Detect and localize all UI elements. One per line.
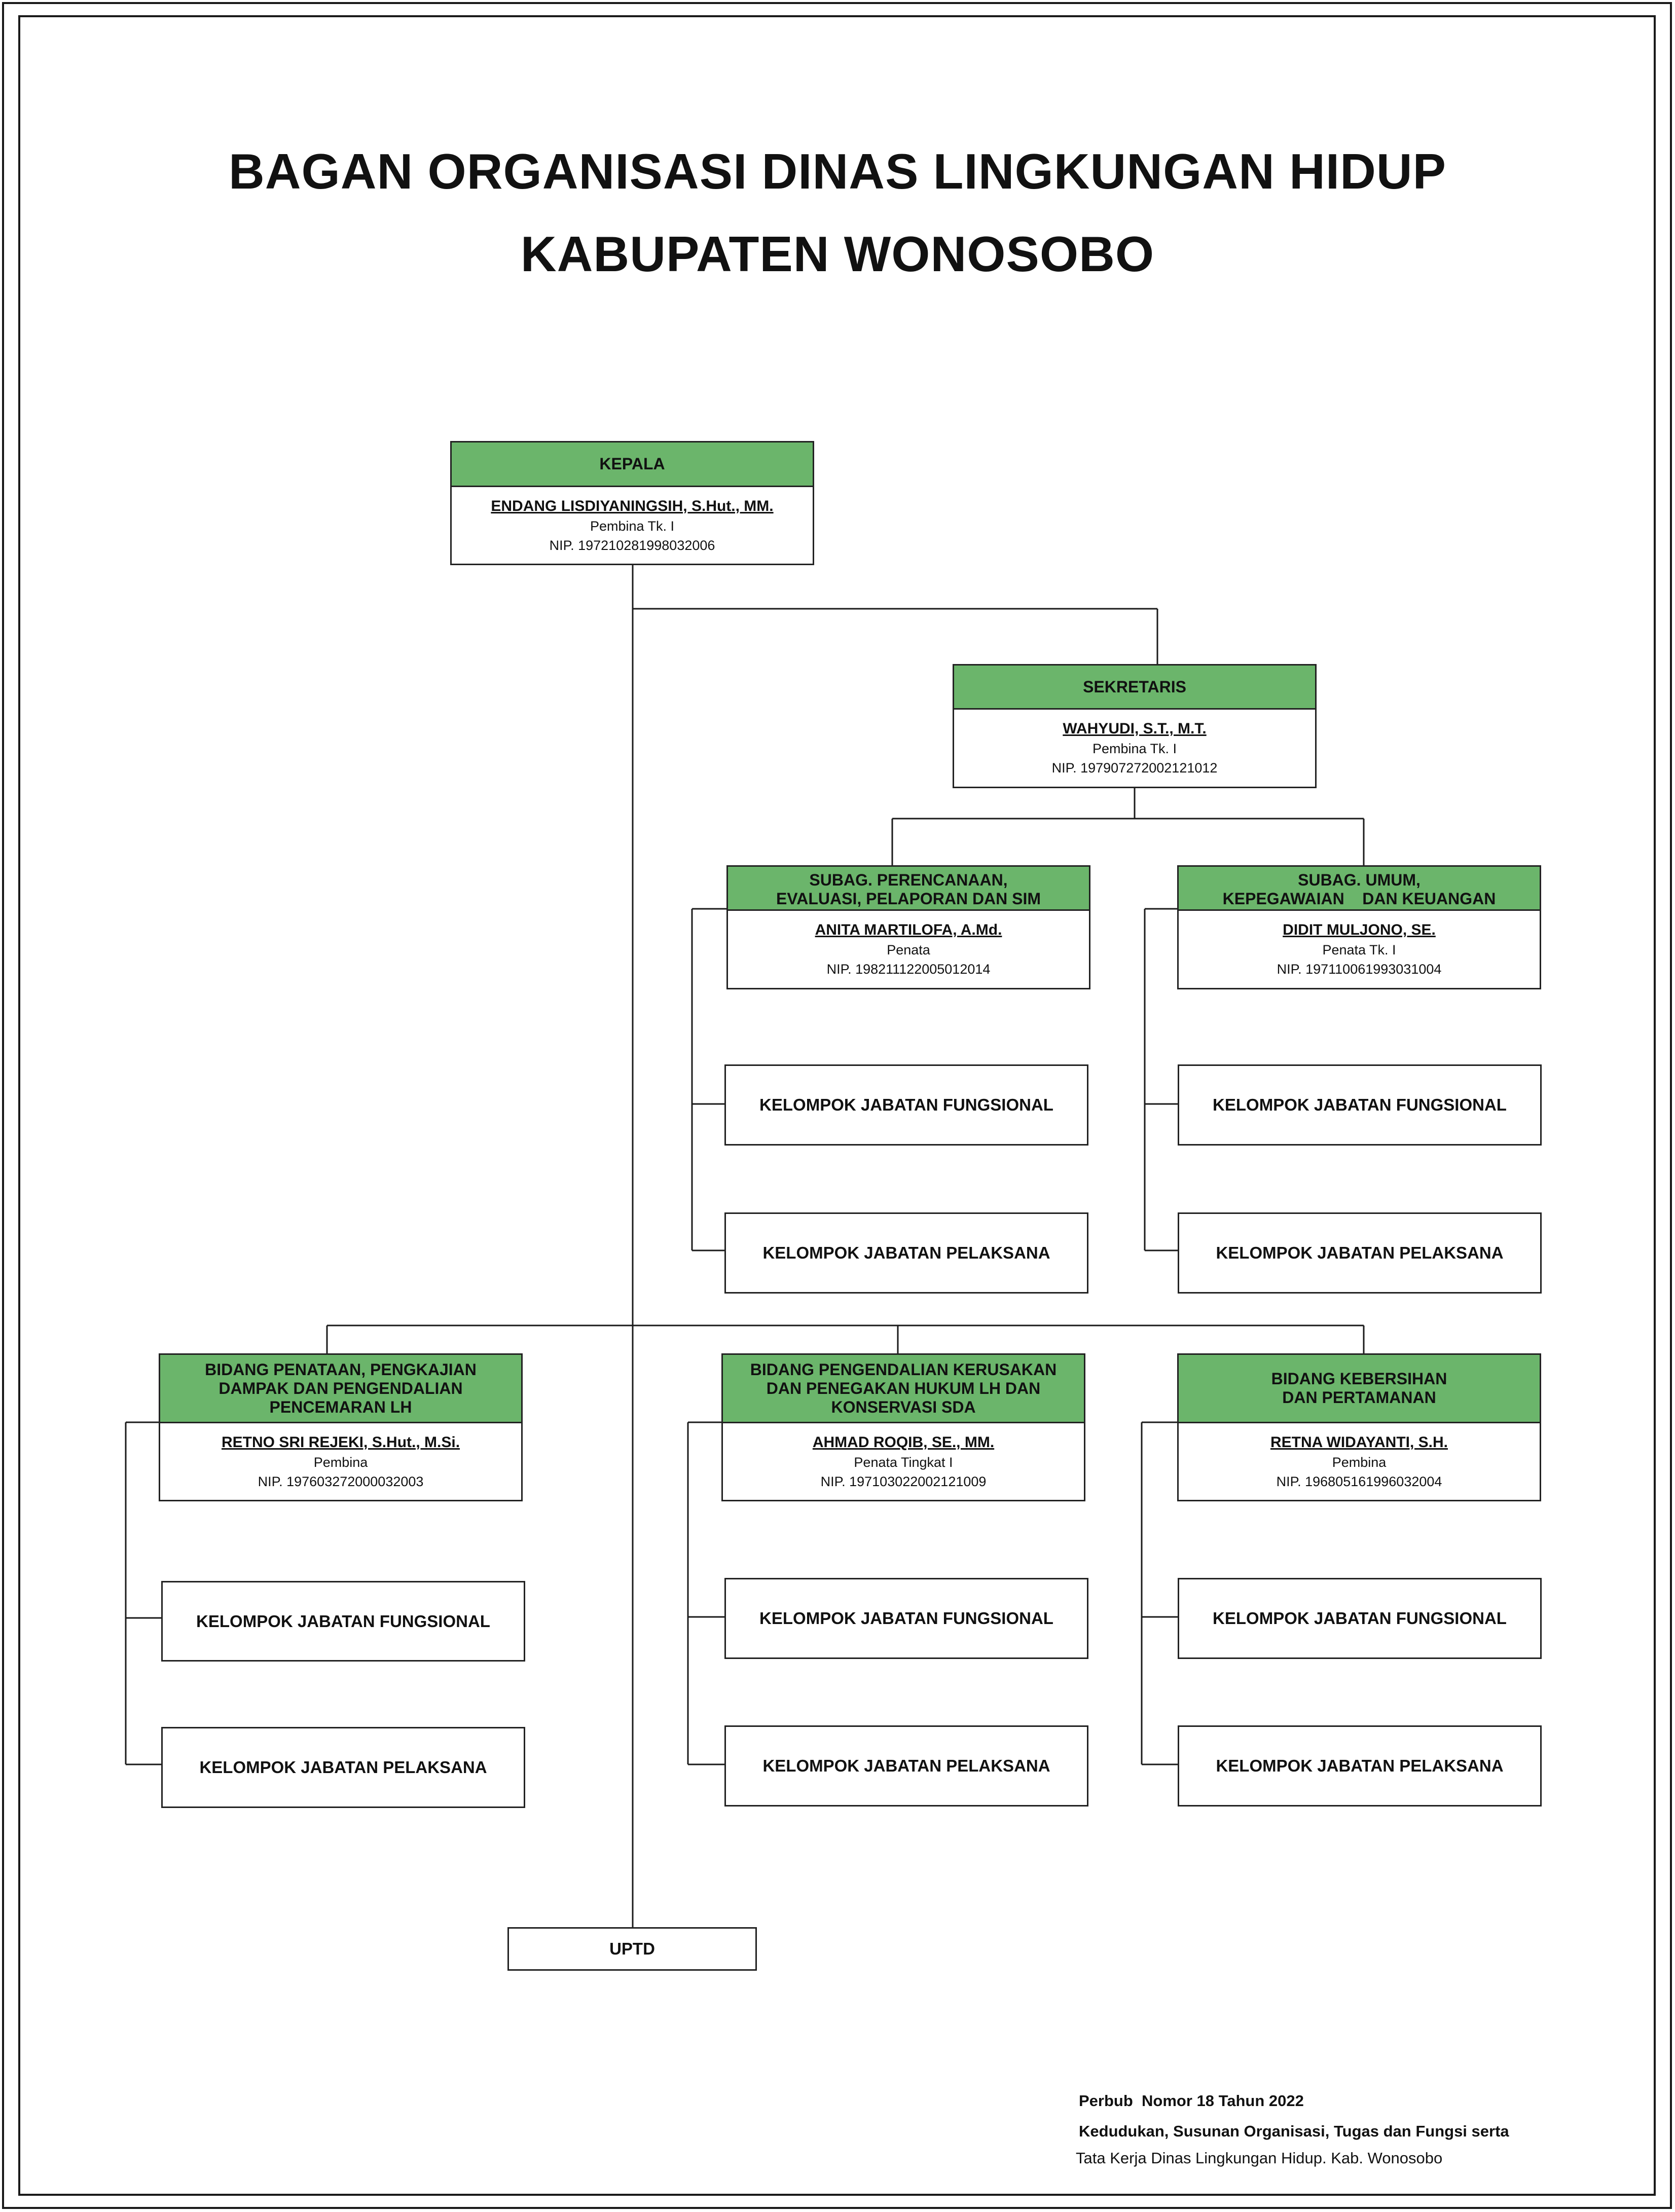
chart-title-line-2: KABUPATEN WONOSOBO <box>520 226 1155 282</box>
bidang-kebersihan-fungsional: KELOMPOK JABATAN FUNGSIONAL <box>1178 1578 1542 1659</box>
sekretaris-details: WAHYUDI, S.T., M.T. Pembina Tk. I NIP. 1… <box>954 710 1315 787</box>
bidang-pengendalian-header: BIDANG PENGENDALIAN KERUSAKAN DAN PENEGA… <box>723 1355 1084 1423</box>
sekretaris-name: WAHYUDI, S.T., M.T. <box>1063 720 1207 737</box>
bidang-pengendalian-position-line-1: BIDANG PENGENDALIAN KERUSAKAN <box>750 1360 1057 1379</box>
subag-perencanaan-position-line-2: EVALUASI, PELAPORAN DAN SIM <box>776 890 1041 908</box>
bidang-pengendalian-pelaksana: KELOMPOK JABATAN PELAKSANA <box>724 1725 1088 1807</box>
subag-umum-pelaksana: KELOMPOK JABATAN PELAKSANA <box>1178 1212 1542 1294</box>
bidang-pengendalian-position-line-3: KONSERVASI SDA <box>831 1397 976 1416</box>
subag-umum-name: DIDIT MULJONO, SE. <box>1283 921 1436 938</box>
bidang-penataan-name: RETNO SRI REJEKI, S.Hut., M.Si. <box>221 1433 460 1451</box>
inner-border <box>18 15 1656 2196</box>
chart-title-line-1: BAGAN ORGANISASI DINAS LINGKUNGAN HIDUP <box>229 143 1446 199</box>
bidang-kebersihan-pelaksana: KELOMPOK JABATAN PELAKSANA <box>1178 1725 1542 1807</box>
bidang-kebersihan-position-line-1: BIDANG KEBERSIHAN <box>1271 1370 1447 1388</box>
bidang-kebersihan-name: RETNA WIDAYANTI, S.H. <box>1270 1433 1448 1451</box>
bidang-penataan-position-line-1: BIDANG PENATAAN, PENGKAJIAN <box>205 1360 477 1379</box>
bidang-penataan-pelaksana: KELOMPOK JABATAN PELAKSANA <box>161 1727 525 1808</box>
bidang-penataan-details: RETNO SRI REJEKI, S.Hut., M.Si. Pembina … <box>160 1423 521 1500</box>
uptd-box: UPTD <box>507 1927 757 1971</box>
subag-perencanaan-rank: Penata <box>887 942 930 957</box>
subag-umum-fungsional: KELOMPOK JABATAN FUNGSIONAL <box>1178 1064 1542 1146</box>
bidang-pengendalian-position-line-2: DAN PENEGAKAN HUKUM LH DAN <box>766 1379 1041 1397</box>
subag-perencanaan-position-line-1: SUBAG. PERENCANAAN, <box>809 871 1008 889</box>
bidang-penataan-position-line-2: DAMPAK DAN PENGENDALIAN <box>219 1379 463 1397</box>
bidang-penataan-position-line-3: PENCEMARAN LH <box>269 1397 412 1416</box>
sekretaris-box: SEKRETARIS WAHYUDI, S.T., M.T. Pembina T… <box>953 664 1317 788</box>
subag-umum-header: SUBAG. UMUM, KEPEGAWAIAN DAN KEUANGAN <box>1179 867 1540 911</box>
kepala-position: KEPALA <box>599 455 665 473</box>
subag-perencanaan-fungsional: KELOMPOK JABATAN FUNGSIONAL <box>724 1064 1088 1146</box>
bidang-pengendalian-nip: NIP. 197103022002121009 <box>820 1473 987 1489</box>
bidang-penataan-nip: NIP. 197603272000032003 <box>258 1473 424 1489</box>
subag-perencanaan-box: SUBAG. PERENCANAAN, EVALUASI, PELAPORAN … <box>726 865 1090 989</box>
kepala-details: ENDANG LISDIYANINGSIH, S.Hut., MM. Pembi… <box>452 487 813 564</box>
kepala-nip: NIP. 197210281998032006 <box>549 537 715 553</box>
bidang-pengendalian-details: AHMAD ROQIB, SE., MM. Penata Tingkat I N… <box>723 1423 1084 1500</box>
subag-umum-box: SUBAG. UMUM, KEPEGAWAIAN DAN KEUANGAN DI… <box>1177 865 1541 989</box>
kepala-box: KEPALA ENDANG LISDIYANINGSIH, S.Hut., MM… <box>450 441 814 565</box>
bidang-penataan-header: BIDANG PENATAAN, PENGKAJIAN DAMPAK DAN P… <box>160 1355 521 1423</box>
bidang-penataan-fungsional: KELOMPOK JABATAN FUNGSIONAL <box>161 1581 525 1662</box>
subag-perencanaan-details: ANITA MARTILOFA, A.Md. Penata NIP. 19821… <box>728 911 1089 988</box>
bidang-penataan-rank: Pembina <box>313 1454 368 1470</box>
bidang-kebersihan-header: BIDANG KEBERSIHAN DAN PERTAMANAN <box>1179 1355 1540 1423</box>
footer-regulation: Perbub Nomor 18 Tahun 2022 <box>1079 2092 1304 2110</box>
bidang-pengendalian-rank: Penata Tingkat I <box>854 1454 953 1470</box>
subag-perencanaan-nip: NIP. 198211122005012014 <box>826 962 991 977</box>
bidang-kebersihan-position-line-2: DAN PERTAMANAN <box>1282 1388 1436 1407</box>
footer-description-line-2: Tata Kerja Dinas Lingkungan Hidup. Kab. … <box>1076 2149 1443 2167</box>
sekretaris-nip: NIP. 197907272002121012 <box>1051 760 1218 776</box>
sekretaris-rank: Pembina Tk. I <box>1092 741 1177 756</box>
kepala-rank: Pembina Tk. I <box>590 518 675 534</box>
bidang-kebersihan-box: BIDANG KEBERSIHAN DAN PERTAMANAN RETNA W… <box>1177 1353 1541 1501</box>
subag-umum-position-line-2: KEPEGAWAIAN DAN KEUANGAN <box>1222 890 1496 908</box>
subag-perencanaan-name: ANITA MARTILOFA, A.Md. <box>815 921 1002 938</box>
subag-umum-nip: NIP. 197110061993031004 <box>1277 962 1442 977</box>
subag-umum-position-line-1: SUBAG. UMUM, <box>1298 871 1421 889</box>
bidang-pengendalian-name: AHMAD ROQIB, SE., MM. <box>812 1433 995 1451</box>
bidang-kebersihan-rank: Pembina <box>1332 1454 1387 1470</box>
bidang-penataan-box: BIDANG PENATAAN, PENGKAJIAN DAMPAK DAN P… <box>159 1353 523 1501</box>
sekretaris-position: SEKRETARIS <box>1083 677 1186 696</box>
bidang-pengendalian-fungsional: KELOMPOK JABATAN FUNGSIONAL <box>724 1578 1088 1659</box>
subag-perencanaan-pelaksana: KELOMPOK JABATAN PELAKSANA <box>724 1212 1088 1294</box>
bidang-pengendalian-box: BIDANG PENGENDALIAN KERUSAKAN DAN PENEGA… <box>721 1353 1085 1501</box>
sekretaris-header: SEKRETARIS <box>954 666 1315 710</box>
bidang-kebersihan-nip: NIP. 196805161996032004 <box>1276 1473 1442 1489</box>
kepala-header: KEPALA <box>452 443 813 487</box>
subag-umum-details: DIDIT MULJONO, SE. Penata Tk. I NIP. 197… <box>1179 911 1540 988</box>
subag-perencanaan-header: SUBAG. PERENCANAAN, EVALUASI, PELAPORAN … <box>728 867 1089 911</box>
kepala-name: ENDANG LISDIYANINGSIH, S.Hut., MM. <box>491 497 774 514</box>
footer-description-line-1: Kedudukan, Susunan Organisasi, Tugas dan… <box>1079 2122 1509 2140</box>
subag-umum-rank: Penata Tk. I <box>1322 942 1396 957</box>
bidang-kebersihan-details: RETNA WIDAYANTI, S.H. Pembina NIP. 19680… <box>1179 1423 1540 1500</box>
